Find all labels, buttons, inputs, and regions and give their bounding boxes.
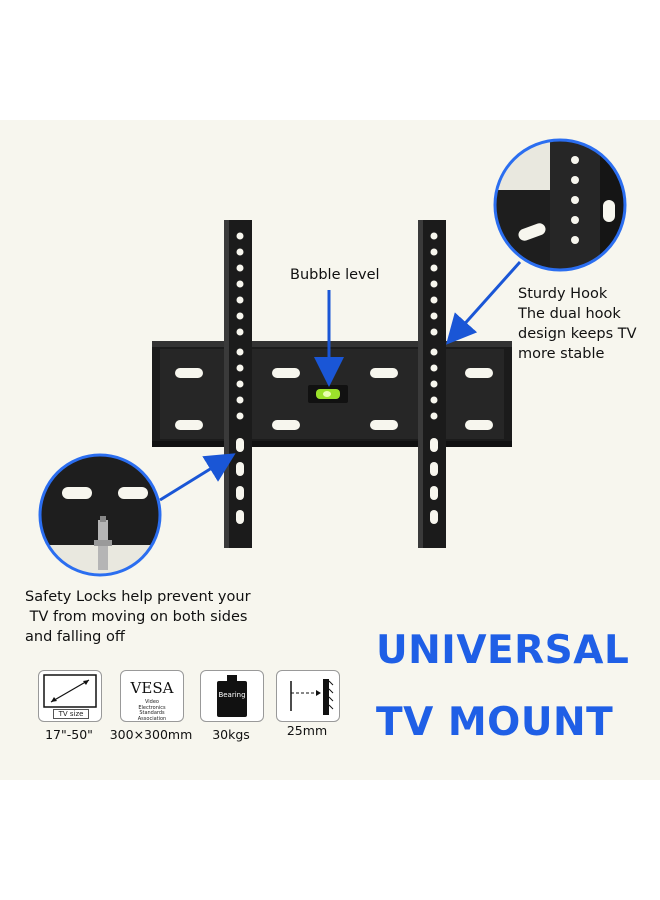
weight-glyph [217, 675, 247, 717]
vesa-icon-text: VESA [130, 679, 174, 697]
tv-size-glyph [43, 674, 97, 708]
sturdy-hook-caption: Sturdy Hook The dual hook design keeps T… [518, 284, 637, 364]
callout-arrows [159, 260, 522, 502]
vesa-label: 300×300mm [109, 727, 193, 742]
wall-distance-label: 25mm [286, 723, 328, 738]
sturdy-hook-line: more stable [518, 346, 605, 362]
tv-size-icon-text: TV size [53, 709, 89, 719]
sturdy-hook-line: Sturdy Hook [518, 286, 608, 302]
sturdy-hook-line: The dual hook [518, 306, 621, 322]
safety-lock-zoom-callout [38, 453, 162, 577]
weight-label: 30kgs [212, 727, 250, 742]
vesa-icon: VESA Video Electronics Standards Associa… [120, 670, 184, 722]
tv-size-label: 17"-50" [45, 727, 93, 742]
wall-distance-glyph [290, 679, 334, 715]
vesa-icon-subtext: Video Electronics Standards Association [137, 699, 167, 722]
safety-locks-caption: Safety Locks help prevent your TV from m… [25, 587, 251, 647]
headline-line-1: UNIVERSAL [376, 628, 630, 673]
weight-icon-text: Bearing [218, 691, 246, 699]
wall-distance-icon [276, 670, 340, 722]
safety-locks-line: Safety Locks help prevent your [25, 589, 251, 605]
safety-locks-line: TV from moving on both sides [25, 609, 248, 625]
bubble-level [308, 385, 348, 403]
right-arm [418, 220, 446, 548]
tv-size-icon: TV size [38, 670, 102, 722]
left-arm [224, 220, 252, 548]
weight-icon: Bearing [200, 670, 264, 722]
hook-zoom-callout [493, 138, 627, 272]
sturdy-hook-line: design keeps TV [518, 326, 637, 342]
headline-line-2: TV MOUNT [376, 700, 614, 745]
safety-locks-line: and falling off [25, 629, 125, 645]
bubble-level-caption: Bubble level [290, 267, 380, 283]
